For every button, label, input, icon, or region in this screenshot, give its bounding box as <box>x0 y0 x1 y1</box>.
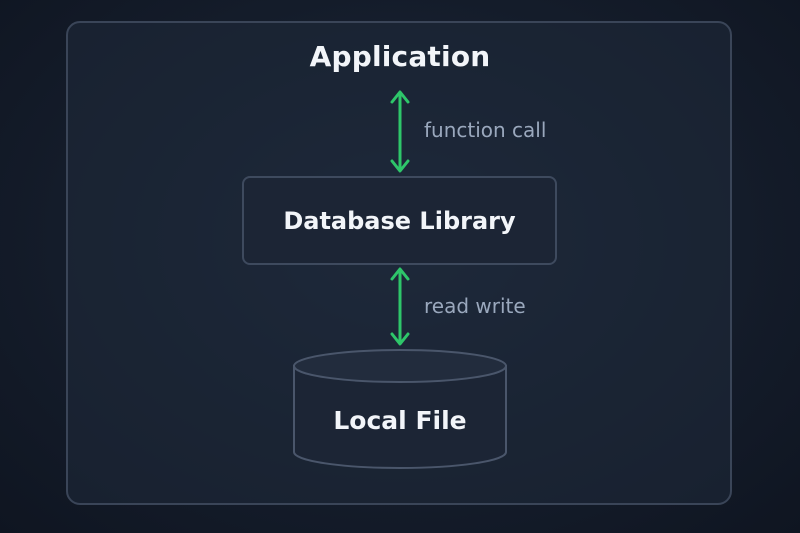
local-file-label: Local File <box>333 406 467 435</box>
database-library-label: Database Library <box>283 206 516 235</box>
local-file-cylinder <box>293 349 507 469</box>
database-library-box: Database Library <box>242 176 557 265</box>
read-write-arrow <box>390 267 410 346</box>
application-title: Application <box>309 40 491 73</box>
read-write-label: read write <box>424 294 526 318</box>
function-call-arrow <box>390 90 410 173</box>
function-call-label: function call <box>424 118 547 142</box>
